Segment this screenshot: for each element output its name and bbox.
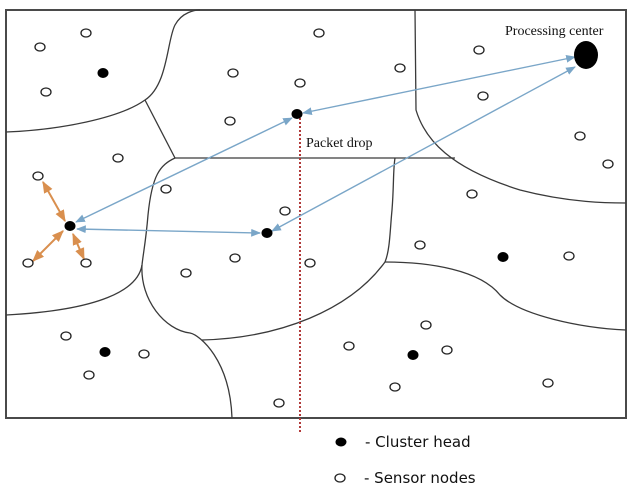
sensor-node [224, 116, 236, 126]
sensor-node [34, 42, 46, 52]
local-link-1 [42, 180, 66, 223]
cluster-head [97, 68, 109, 78]
cluster-heads [64, 68, 509, 360]
sensor-node [420, 320, 432, 330]
sensor-node [294, 78, 306, 88]
cluster-head [261, 228, 273, 238]
sensor-node [313, 28, 325, 38]
sensor-node [80, 28, 92, 38]
link-top-center-to-processing-center [302, 54, 576, 116]
link-mid-left-to-mid-center [76, 225, 261, 237]
processing-center-node [574, 41, 598, 69]
network-area-frame [5, 9, 627, 419]
sensor-node [389, 382, 401, 392]
legend: - Cluster head - Sensor nodes [334, 433, 476, 483]
sensor-node [60, 331, 72, 341]
sensor-node [466, 189, 478, 199]
sensor-node [40, 87, 52, 97]
sensor-node [80, 258, 92, 268]
sensor-node [138, 349, 150, 359]
sensor-node [160, 184, 172, 194]
sensor-node [273, 398, 285, 408]
local-link-2 [32, 230, 64, 262]
sensor-node [180, 268, 192, 278]
sensor-node [563, 251, 575, 261]
cluster-links [75, 54, 576, 237]
link-mid-left-to-top-center [75, 117, 293, 223]
legend-sensor-node-label: - Sensor nodes [364, 469, 476, 483]
cluster-head [291, 109, 303, 119]
sensor-node [602, 159, 614, 169]
sensor-node [414, 240, 426, 250]
sensor-nodes [22, 28, 614, 408]
cluster-head [407, 350, 419, 360]
cluster-head [497, 252, 509, 262]
legend-cluster-head-label: - Cluster head [365, 433, 471, 451]
legend-cluster-head-icon [335, 437, 347, 447]
processing-center-label: Processing center [505, 24, 604, 39]
cluster-head [64, 221, 76, 231]
sensor-node [343, 341, 355, 351]
sensor-node [83, 370, 95, 380]
packet-drop-label: Packet drop [306, 136, 372, 151]
sensor-node [227, 68, 239, 78]
sensor-node [542, 378, 554, 388]
sensor-node [229, 253, 241, 263]
local-links [32, 180, 85, 262]
sensor-node [304, 258, 316, 268]
sensor-node [477, 91, 489, 101]
sensor-node [279, 206, 291, 216]
sensor-node [441, 345, 453, 355]
link-mid-center-to-processing-center [271, 66, 576, 232]
sensor-node [394, 63, 406, 73]
sensor-node [574, 131, 586, 141]
sensor-node [473, 45, 485, 55]
legend-sensor-node-icon [334, 473, 346, 483]
cluster-head [99, 347, 111, 357]
sensor-node [22, 258, 34, 268]
sensor-node [112, 153, 124, 163]
local-link-3 [72, 232, 85, 261]
sensor-node [32, 171, 44, 181]
